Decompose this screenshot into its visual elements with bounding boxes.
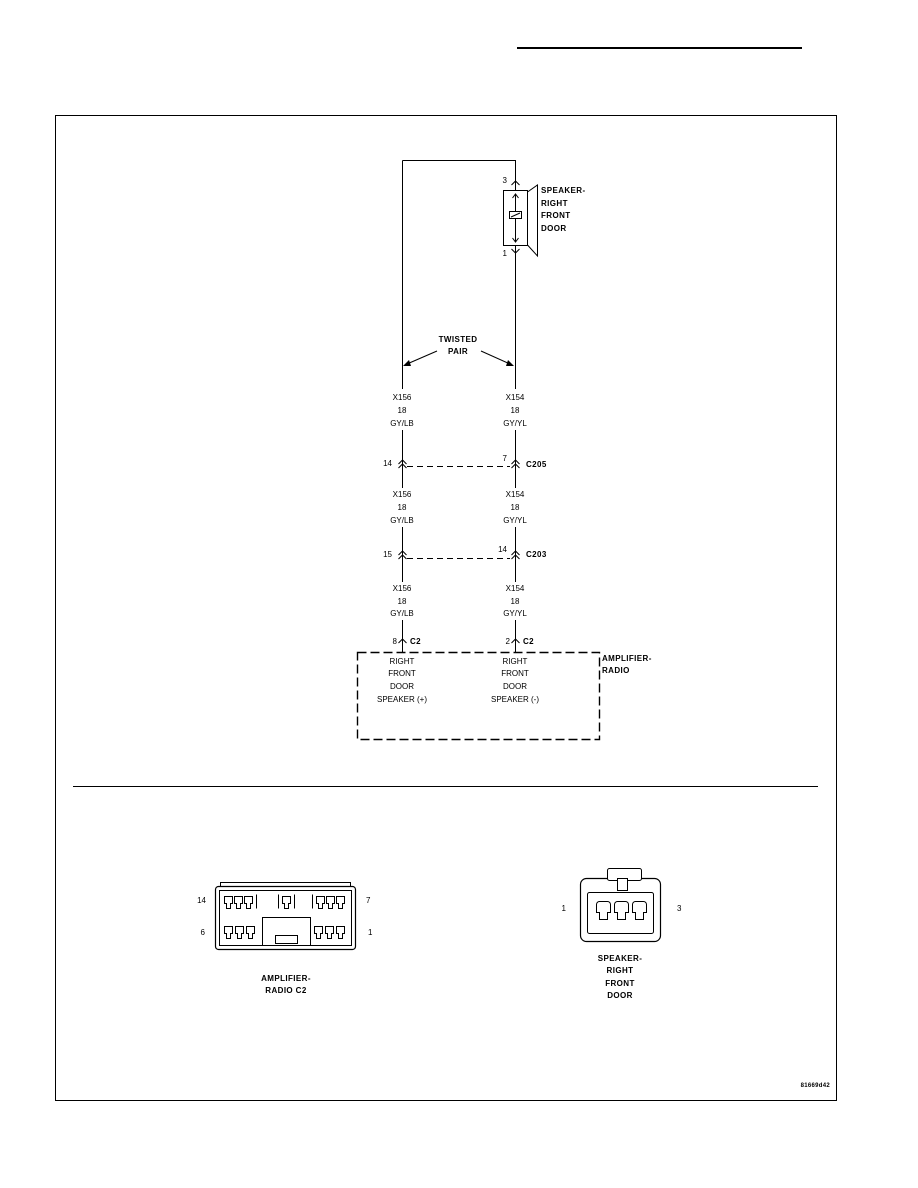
c205-name: C205 (526, 460, 547, 469)
amp-c2-label: AMPLIFIER- (261, 974, 311, 983)
wire-right-color: GY/YL (503, 419, 527, 428)
speaker-view-pin-3: 3 (677, 904, 682, 913)
amplifier-radio-box (356, 651, 601, 741)
wire-left-circuit: X156 (393, 393, 412, 402)
amp-right-function: SPEAKER (-) (491, 695, 539, 704)
amp-c2-pin-1: 1 (368, 928, 373, 937)
wire-right-gauge: 18 (511, 406, 520, 415)
speaker-component-label: SPEAKER- RIGHT FRONT DOOR (541, 186, 586, 233)
twisted-pair-arrows (403, 350, 514, 366)
wire-left-gauge: 18 (398, 503, 407, 512)
speaker-view-label: FRONT (605, 979, 635, 988)
c203-left-pin: 15 (383, 550, 392, 559)
wire-right-circuit: X154 (506, 393, 525, 402)
twisted-pair-label: TWISTED (439, 335, 478, 344)
wire-left-color: GY/LB (390, 516, 414, 525)
speaker-view-label: SPEAKER- (598, 954, 643, 963)
amp-left-function: RIGHT (390, 657, 415, 666)
wire-left-circuit: X156 (393, 490, 412, 499)
speaker-label-line: DOOR (541, 224, 567, 233)
c203-right-pin: 14 (498, 545, 507, 554)
amp-right-pin: 2 (506, 637, 511, 646)
amp-right-connector: C2 (523, 637, 534, 646)
wire-right (402, 160, 516, 652)
connector-c205-symbol (398, 459, 520, 469)
speaker-symbol (503, 180, 538, 258)
speaker-pin-bottom: 1 (503, 249, 508, 258)
speaker-view-label: RIGHT (607, 966, 634, 975)
amp-left-function: DOOR (390, 682, 414, 691)
amp-c2-label: RADIO C2 (265, 986, 307, 995)
amp-c2-pin-6: 6 (201, 928, 206, 937)
speaker-label-line: FRONT (541, 211, 571, 220)
wire-left-color: GY/LB (390, 609, 414, 618)
amp-c2-pin-14: 14 (197, 896, 206, 905)
amp-right-function: RIGHT (503, 657, 528, 666)
wire-right-color: GY/YL (503, 516, 527, 525)
figure-code: 81669d42 (801, 1083, 831, 1089)
c205-right-pin: 7 (503, 454, 508, 463)
amp-left-function: SPEAKER (+) (377, 695, 427, 704)
wire-left-gauge: 18 (398, 597, 407, 606)
twisted-pair-label: PAIR (448, 347, 468, 356)
amplifier-radio-label: AMPLIFIER- (602, 654, 652, 663)
speaker-view-label: DOOR (607, 991, 633, 1000)
wire-right-circuit: X154 (506, 584, 525, 593)
speaker-label-line: RIGHT (541, 199, 568, 208)
speaker-view-pin-1: 1 (562, 904, 567, 913)
amp-left-pin: 8 (393, 637, 398, 646)
wire-left-color: GY/LB (390, 419, 414, 428)
connector-c203-symbol (398, 550, 520, 560)
wire-right-gauge: 18 (511, 597, 520, 606)
diagram-frame (55, 115, 837, 1101)
speaker-pin-top: 3 (503, 176, 508, 185)
amp-c2-connector-view (214, 882, 357, 951)
amplifier-radio-label: RADIO (602, 666, 630, 675)
amp-right-function: DOOR (503, 682, 527, 691)
wire-left-gauge: 18 (398, 406, 407, 415)
wire-left-circuit: X156 (393, 584, 412, 593)
wire-right-gauge: 18 (511, 503, 520, 512)
wire-right-circuit: X154 (506, 490, 525, 499)
c203-name: C203 (526, 550, 547, 559)
connector-c2-symbol (398, 638, 520, 644)
amp-left-function: FRONT (388, 669, 416, 678)
c205-left-pin: 14 (383, 459, 392, 468)
amp-right-function: FRONT (501, 669, 529, 678)
amp-left-connector: C2 (410, 637, 421, 646)
speaker-label-line: SPEAKER- (541, 186, 586, 195)
wire-right-color: GY/YL (503, 609, 527, 618)
speaker-connector-view (579, 868, 662, 943)
amp-c2-pin-7: 7 (366, 896, 371, 905)
